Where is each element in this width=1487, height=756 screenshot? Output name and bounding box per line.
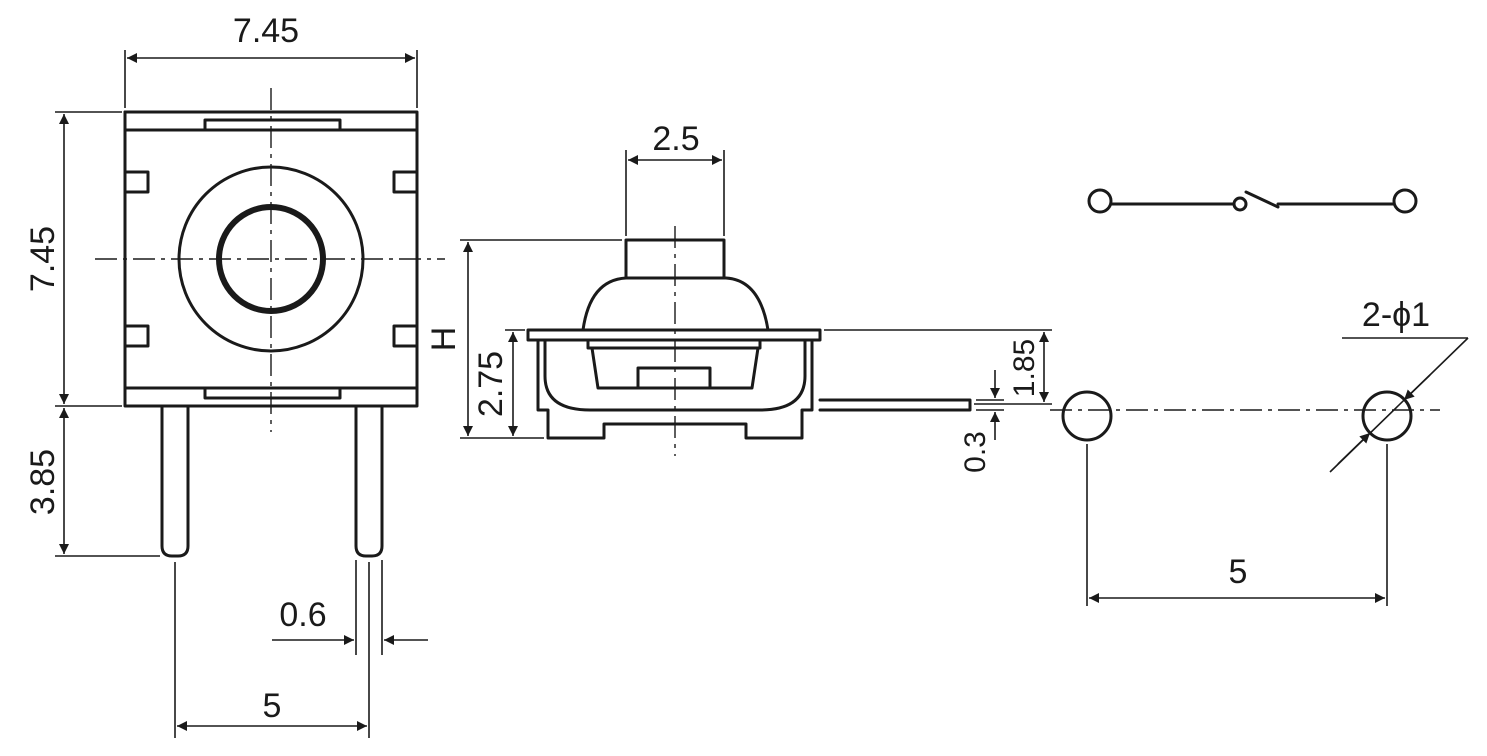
dim-left-height: 7.45: [24, 111, 122, 407]
dim-side-offset-label: 1.85: [1008, 339, 1041, 397]
dim-body-height: 2.75: [472, 329, 525, 436]
schematic-terminal-left: [1087, 188, 1113, 214]
dim-top-width: 7.45: [124, 12, 418, 108]
dim-pin-length: 3.85: [24, 408, 160, 557]
side-mech-contact: [636, 366, 712, 390]
footprint-hole-right: [1361, 390, 1413, 442]
switch-schematic-symbol: [1087, 188, 1418, 214]
side-lead: [818, 398, 972, 412]
dim-pin-pitch-left: 5: [174, 562, 370, 738]
front-pin-left: [160, 404, 190, 558]
footprint-hole-left: [1061, 390, 1113, 442]
dim-total-height-label: H: [425, 327, 463, 352]
hole-spec-label: 2-ϕ1: [1362, 296, 1430, 334]
side-view: [526, 226, 972, 456]
front-view: [95, 88, 445, 558]
front-notch-right-bottom: [392, 324, 419, 348]
dim-top-width-label: 7.45: [233, 12, 299, 50]
dim-lead-thickness-label: 0.3: [959, 431, 992, 473]
schematic-switch-lever: [1244, 190, 1280, 209]
dim-pin-width: 0.6: [272, 560, 428, 655]
dim-actuator-width: 2.5: [625, 120, 725, 236]
dim-pin-width-label: 0.6: [279, 596, 326, 634]
front-notch-right-top: [392, 170, 419, 194]
dim-pin-length-label: 3.85: [24, 449, 62, 515]
pcb-footprint: 2-ϕ1 5: [1050, 296, 1469, 606]
dim-pin-pitch-left-label: 5: [263, 687, 282, 725]
front-notch-left-bottom: [123, 324, 150, 348]
schematic-contact: [1232, 196, 1248, 212]
dim-total-height: H: [425, 239, 622, 439]
hole-pitch-label: 5: [1229, 553, 1248, 591]
dim-side-offset: 1.85: [824, 329, 1052, 405]
front-top-tab: [123, 110, 342, 132]
front-bottom-tab: [203, 386, 342, 400]
dim-left-height-label: 7.45: [24, 226, 62, 292]
schematic-terminal-right: [1392, 188, 1418, 214]
side-top-plate: [526, 328, 822, 342]
dim-lead-thickness: 0.3: [959, 370, 1004, 473]
side-mech-top: [586, 338, 762, 350]
dim-actuator-width-label: 2.5: [652, 120, 699, 158]
front-pin-right: [354, 404, 384, 558]
front-notch-left-top: [123, 170, 150, 194]
dim-body-height-label: 2.75: [472, 351, 510, 417]
